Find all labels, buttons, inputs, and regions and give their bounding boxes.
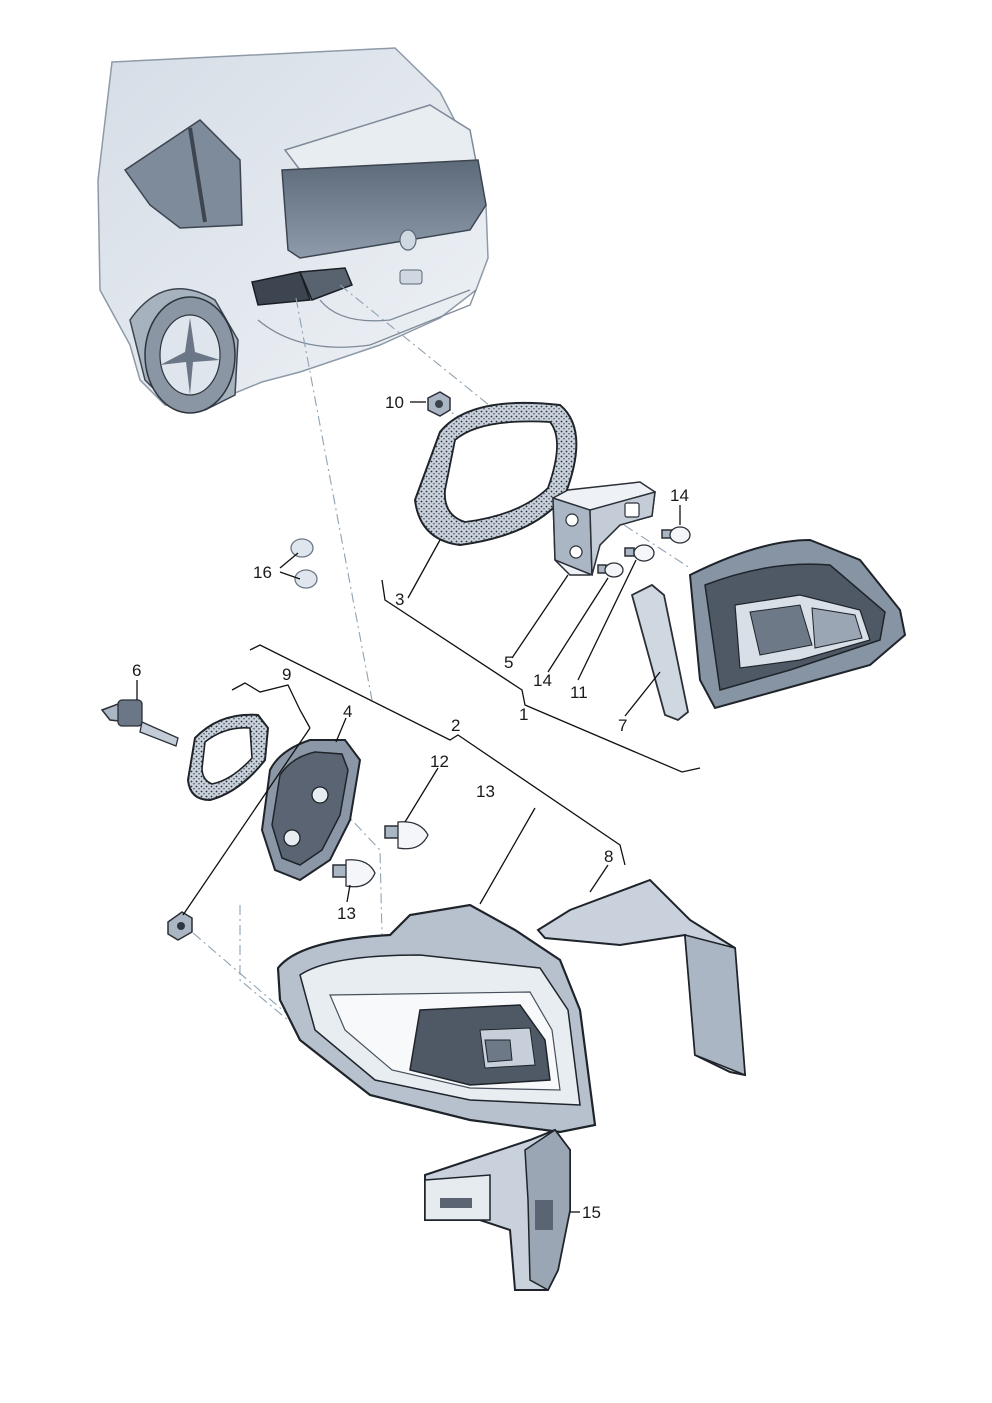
part-gasket-9 xyxy=(186,713,270,802)
part-bulb-14-lower xyxy=(597,562,624,578)
part-gasket-3 xyxy=(413,401,578,547)
part-caps-16 xyxy=(290,538,318,589)
callout-13-upper: 13 xyxy=(476,782,495,801)
part-bulb-holder-4 xyxy=(260,739,362,882)
part-bracket-15 xyxy=(424,1128,571,1292)
callout-11: 11 xyxy=(570,683,588,702)
part-outer-tail-lamp-2 xyxy=(276,903,597,1134)
callout-16: 16 xyxy=(253,563,272,582)
callout-14-upper: 14 xyxy=(670,486,689,505)
leader-lines xyxy=(136,401,701,1213)
callout-14-lower: 14 xyxy=(533,671,552,690)
callout-4: 4 xyxy=(343,702,352,721)
callout-7: 7 xyxy=(618,716,627,735)
callout-13-lower: 13 xyxy=(337,904,356,923)
callout-6: 6 xyxy=(132,661,141,680)
callout-9: 9 xyxy=(282,665,291,684)
part-bulb-12 xyxy=(384,821,429,850)
callout-10: 10 xyxy=(385,393,404,412)
callout-15: 15 xyxy=(582,1203,601,1222)
callout-3: 3 xyxy=(395,590,404,609)
part-bulb-14-upper xyxy=(661,526,691,544)
callout-1: 1 xyxy=(519,705,528,724)
car-rear-illustration xyxy=(97,47,489,414)
part-inner-tail-lamp-1 xyxy=(688,538,907,710)
part-nut-10 xyxy=(427,391,451,417)
part-bulb-13 xyxy=(332,859,376,888)
callout-12: 12 xyxy=(430,752,449,771)
part-bolt-6 xyxy=(100,699,179,747)
part-nut-outer xyxy=(167,911,193,941)
part-seal-8 xyxy=(536,878,747,1077)
callout-labels: 1 2 3 4 5 6 7 8 9 10 11 12 13 13 14 14 1… xyxy=(132,393,689,1222)
callout-2: 2 xyxy=(451,716,460,735)
part-seal-strip-7 xyxy=(630,583,689,722)
part-bulb-holder-5 xyxy=(552,481,656,577)
part-bulb-11 xyxy=(624,544,655,562)
callout-5: 5 xyxy=(504,653,513,672)
callout-8: 8 xyxy=(604,847,613,866)
